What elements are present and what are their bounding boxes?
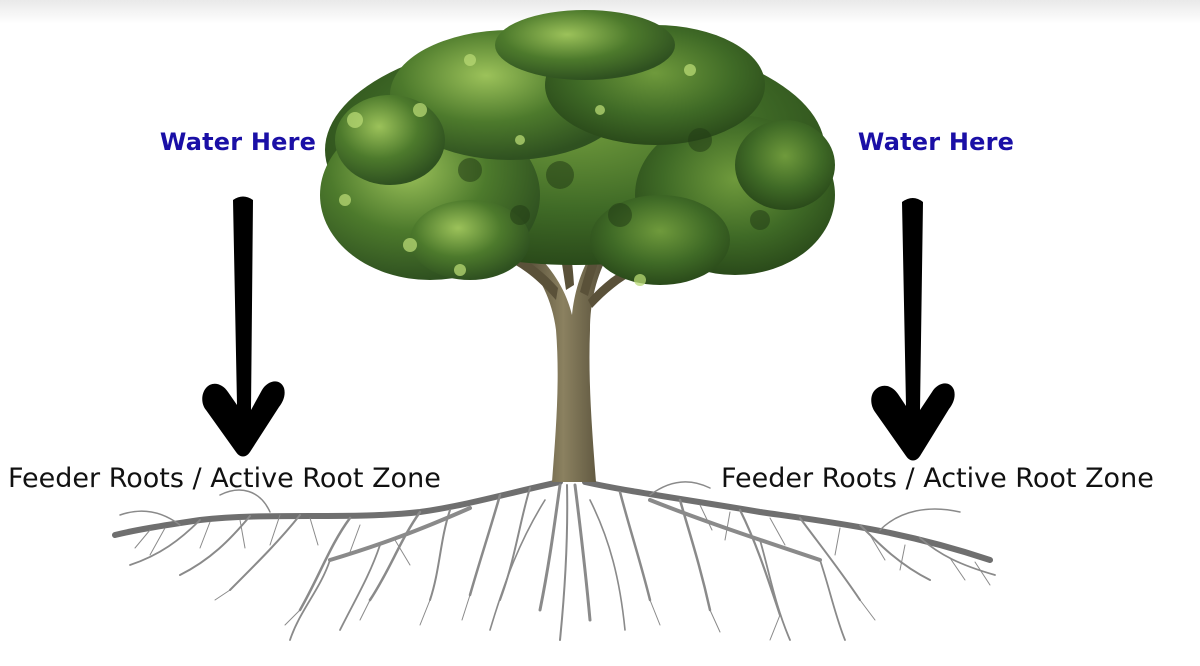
- water-here-label-right: Water Here: [857, 128, 1015, 156]
- down-arrow-icon: [871, 198, 955, 461]
- down-arrow-icon: [202, 196, 285, 457]
- root-zone-label-right: Feeder Roots / Active Root Zone: [721, 463, 1154, 494]
- water-here-label-left: Water Here: [159, 128, 317, 156]
- root-system-icon: [112, 479, 996, 641]
- tree-icon: [320, 10, 835, 482]
- root-zone-label-left: Feeder Roots / Active Root Zone: [8, 463, 441, 494]
